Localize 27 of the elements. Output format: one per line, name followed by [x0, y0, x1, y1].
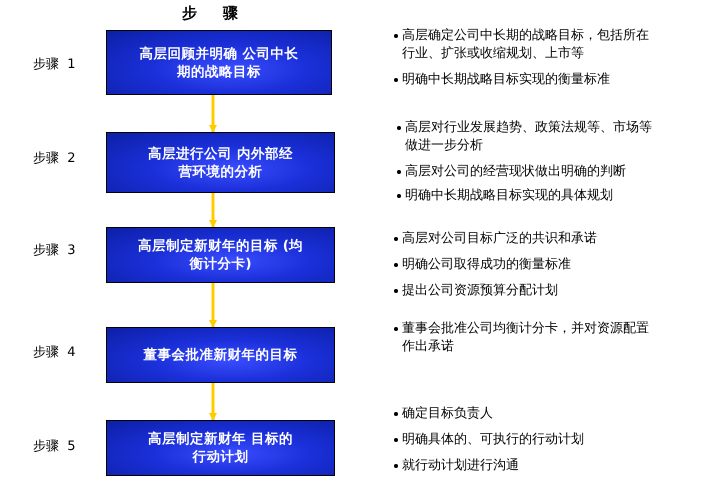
bullet-point: 董事会批准公司均衡计分卡，并对资源配置作出承诺 [393, 320, 660, 356]
bullet-point: 高层对公司的经营现状做出明确的判断 [396, 163, 663, 181]
arrow [209, 383, 217, 421]
step-label: 步骤 4 [33, 344, 76, 361]
process-box: 高层回顾并明确 公司中长期的战略目标 [106, 30, 332, 95]
bullet-point: 明确公司取得成功的衡量标准 [393, 256, 660, 274]
bullet-point: 明确中长期战略目标实现的衡量标准 [393, 71, 660, 89]
bullet-point: 高层对公司目标广泛的共识和承诺 [393, 230, 660, 248]
column-heading: 步 骤 [182, 4, 238, 23]
bullet-point: 明确具体的、可执行的行动计划 [393, 431, 660, 449]
bullet-point: 高层对行业发展趋势、政策法规等、市场等做进一步分析 [396, 119, 663, 155]
step-label: 步骤 2 [33, 150, 76, 167]
step-label: 步骤 5 [33, 438, 76, 455]
bullet-point: 高层确定公司中长期的战略目标，包括所在行业、扩张或收缩规划、上市等 [393, 27, 660, 63]
step-label: 步骤 3 [33, 242, 76, 259]
bullet-point: 明确中长期战略目标实现的具体规划 [396, 187, 663, 205]
process-box: 董事会批准新财年的目标 [106, 327, 335, 383]
process-box: 高层制定新财年 目标的行动计划 [106, 420, 335, 476]
arrow [209, 283, 217, 328]
bullet-point: 确定目标负责人 [393, 405, 660, 423]
bullet-point: 就行动计划进行沟通 [393, 457, 660, 475]
arrow [209, 95, 217, 133]
process-box: 高层制定新财年的目标 (均衡计分卡) [106, 227, 335, 283]
bullet-point: 提出公司资源预算分配计划 [393, 282, 660, 300]
process-box: 高层进行公司 内外部经营环境的分析 [106, 132, 335, 193]
step-label: 步骤 1 [33, 56, 76, 73]
arrow [209, 193, 217, 228]
